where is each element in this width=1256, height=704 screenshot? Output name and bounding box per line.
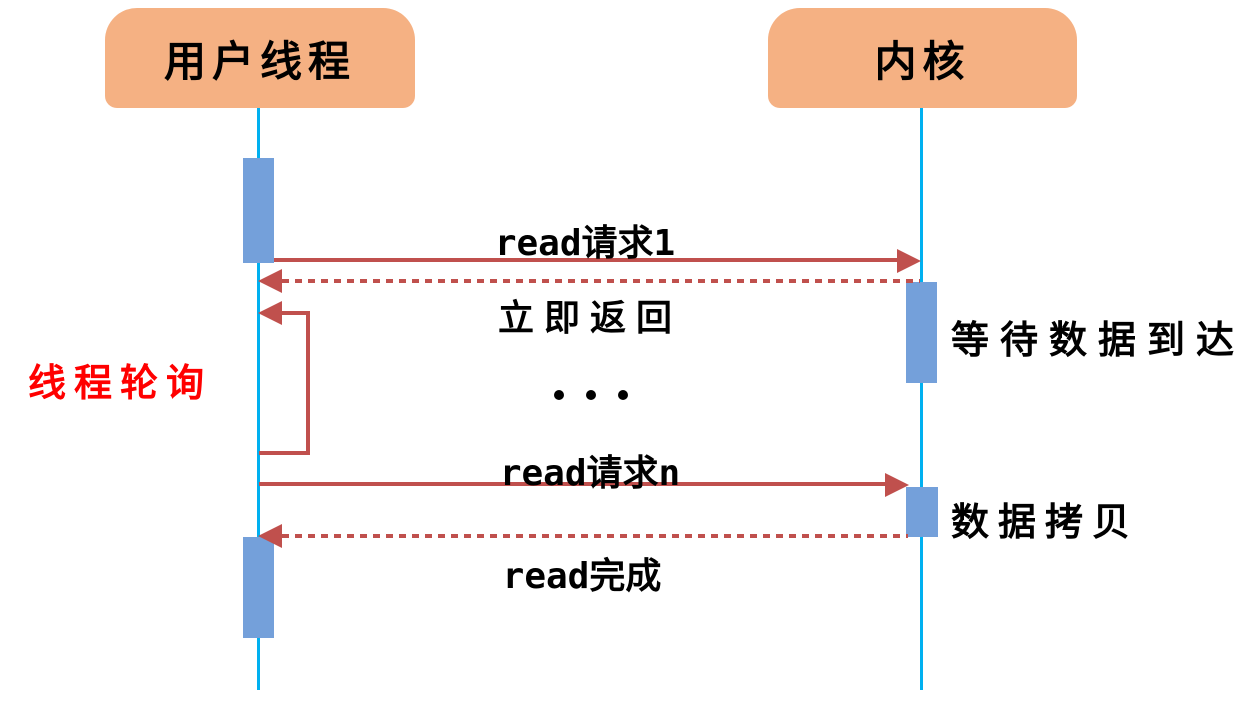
actor-user-thread-label: 用户线程	[163, 36, 356, 86]
lifeline-user-thread	[257, 108, 260, 690]
arrow-polling-loop-head-icon	[258, 301, 282, 325]
arrow-immediate-return-line	[282, 279, 920, 283]
ellipsis-dot-icon	[554, 390, 564, 400]
arrow-read-request-1-head-icon	[897, 249, 921, 273]
arrow-polling-loop-bottom-segment	[259, 451, 310, 455]
actor-kernel: 内核	[768, 8, 1077, 108]
annotation-wait-for-data: 等待数据到达	[951, 318, 1246, 362]
ellipsis-dots	[554, 390, 628, 400]
activation-kernel-data-copy	[906, 487, 938, 537]
actor-user-thread: 用户线程	[105, 8, 415, 108]
arrow-read-complete-head-icon	[258, 524, 282, 548]
annotation-data-copy: 数据拷贝	[951, 500, 1140, 544]
activation-user-request	[243, 158, 274, 263]
ellipsis-dot-icon	[618, 390, 628, 400]
message-label-read-request-1: read请求1	[494, 223, 676, 264]
message-label-read-complete: read完成	[502, 556, 662, 597]
arrow-read-request-1-line	[274, 258, 897, 262]
arrow-read-request-n-head-icon	[885, 473, 909, 497]
arrow-polling-loop-right-segment	[306, 311, 310, 455]
arrow-immediate-return-head-icon	[258, 269, 282, 293]
arrow-polling-loop-top-segment	[282, 311, 310, 315]
label-thread-polling: 线程轮询	[28, 361, 213, 405]
lifeline-kernel	[920, 108, 923, 690]
arrow-read-complete-line	[282, 534, 908, 538]
message-label-read-request-n: read请求n	[499, 453, 681, 494]
activation-user-complete	[243, 537, 274, 638]
arrow-read-request-n-line	[259, 482, 886, 486]
actor-kernel-label: 内核	[874, 36, 971, 86]
message-label-immediate-return: 立即返回	[497, 298, 682, 339]
ellipsis-dot-icon	[586, 390, 596, 400]
activation-kernel-wait-data	[906, 282, 937, 383]
